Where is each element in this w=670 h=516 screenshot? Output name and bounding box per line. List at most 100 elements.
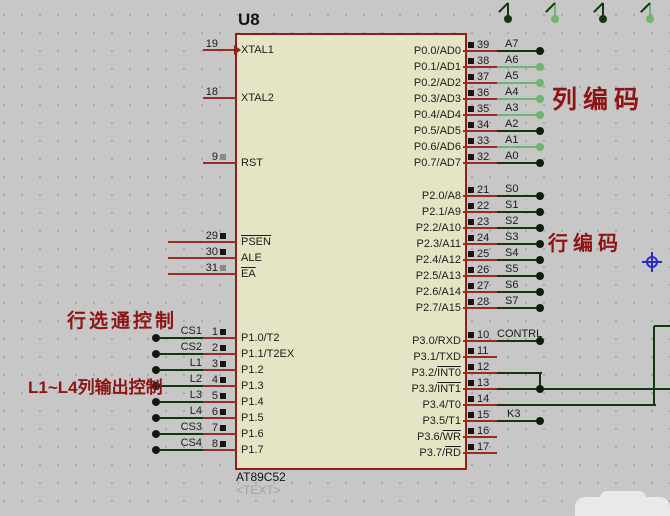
wire-L3[interactable] [156,401,203,403]
wire-S4[interactable] [497,259,540,261]
pin-5[interactable] [203,401,237,403]
wire-terminal[interactable] [554,3,556,20]
net-label[interactable]: S0 [505,183,519,195]
net-label[interactable]: CS3 [180,421,202,433]
pin-26[interactable] [463,275,497,277]
pin-3[interactable] [203,369,237,371]
mcu-chip-body[interactable] [235,33,467,470]
wire-CS1[interactable] [156,337,203,339]
wire-L2[interactable] [156,385,203,387]
wire-S3[interactable] [497,243,540,245]
wire-A5[interactable] [497,82,540,84]
pin-9[interactable] [203,162,237,164]
annotation-row-strobe-control[interactable]: 行选通控制 [67,311,178,332]
wire-CONTRL[interactable] [497,340,540,342]
wire-A1[interactable] [497,146,540,148]
pin-12[interactable] [463,372,497,374]
pin-13[interactable] [463,388,497,390]
pin-35[interactable] [463,114,497,116]
net-label[interactable]: L1 [189,357,202,369]
pin-29[interactable] [168,241,237,243]
net-label[interactable]: A6 [505,54,519,66]
pin-34[interactable] [463,130,497,132]
pin-39[interactable] [463,50,497,52]
wire-segment[interactable] [497,404,656,406]
pin-24[interactable] [463,243,497,245]
wire-S1[interactable] [497,211,540,213]
net-label[interactable]: S1 [505,199,519,211]
pin-16[interactable] [463,436,497,438]
pin-17[interactable] [463,452,497,454]
pin-14[interactable] [463,404,497,406]
annotation-column-encode[interactable]: 列编码 [552,86,646,114]
wire-CS4[interactable] [156,449,203,451]
wire-segment[interactable] [654,325,670,327]
net-label[interactable]: L2 [189,373,202,385]
pin-1[interactable] [203,337,237,339]
net-label[interactable]: S6 [505,279,519,291]
net-label[interactable]: CONTRL [497,328,543,340]
wire-segment[interactable] [497,372,542,374]
wire-segment[interactable] [653,326,655,406]
net-label[interactable]: A0 [505,150,519,162]
pin-22[interactable] [463,211,497,213]
pin-18[interactable] [203,97,237,99]
net-label[interactable]: S4 [505,247,519,259]
net-label[interactable]: CS1 [180,325,202,337]
wire-segment[interactable] [539,373,541,389]
wire-A2[interactable] [497,130,540,132]
wire-S0[interactable] [497,195,540,197]
net-label[interactable]: A3 [505,102,519,114]
pin-15[interactable] [463,420,497,422]
pin-32[interactable] [463,162,497,164]
wire-A4[interactable] [497,98,540,100]
net-label[interactable]: A7 [505,38,519,50]
wire-S2[interactable] [497,227,540,229]
wire-L4[interactable] [156,417,203,419]
net-label[interactable]: S7 [505,295,519,307]
wire-A7[interactable] [497,50,540,52]
pin-30[interactable] [168,257,237,259]
pin-4[interactable] [203,385,237,387]
pin-31[interactable] [168,273,237,275]
pin-2[interactable] [203,353,237,355]
net-label[interactable]: CS4 [180,437,202,449]
wire-segment[interactable] [497,388,670,390]
chip-part-number[interactable]: AT89C52 [236,470,286,484]
wire-K3[interactable] [497,420,540,422]
pin-7[interactable] [203,433,237,435]
pin-36[interactable] [463,98,497,100]
wire-S7[interactable] [497,307,540,309]
net-label[interactable]: A5 [505,70,519,82]
net-label[interactable]: A2 [505,118,519,130]
wire-CS3[interactable] [156,433,203,435]
pin-27[interactable] [463,291,497,293]
wire-L1[interactable] [156,369,203,371]
wire-terminal[interactable] [649,3,651,20]
pin-6[interactable] [203,417,237,419]
wire-A3[interactable] [497,114,540,116]
net-label[interactable]: A4 [505,86,519,98]
wire-CS2[interactable] [156,353,203,355]
pin-10[interactable] [463,340,497,342]
net-label[interactable]: L4 [189,405,202,417]
pin-23[interactable] [463,227,497,229]
annotation-row-encode[interactable]: 行编码 [548,233,623,255]
net-label[interactable]: S3 [505,231,519,243]
net-label[interactable]: K3 [507,408,521,420]
wire-terminal[interactable] [602,3,604,20]
wire-A0[interactable] [497,162,540,164]
wire-S6[interactable] [497,291,540,293]
pin-33[interactable] [463,146,497,148]
pin-28[interactable] [463,307,497,309]
net-label[interactable]: S5 [505,263,519,275]
wire-S5[interactable] [497,275,540,277]
wire-A6[interactable] [497,66,540,68]
net-label[interactable]: L3 [189,389,202,401]
net-label[interactable]: CS2 [180,341,202,353]
chip-refdes[interactable]: U8 [238,10,260,29]
annotation-column-output-control[interactable]: L1~L4列输出控制 [28,378,163,397]
wire-terminal[interactable] [507,3,509,20]
pin-37[interactable] [463,82,497,84]
